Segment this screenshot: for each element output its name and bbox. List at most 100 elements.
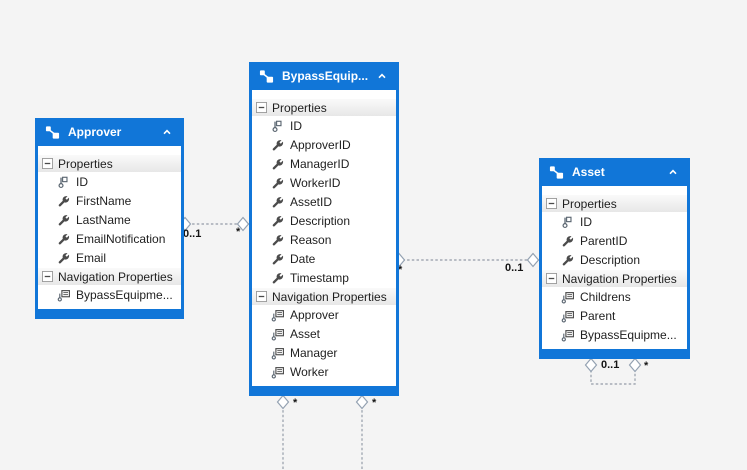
minus-box-icon[interactable]	[42, 158, 53, 169]
property-row[interactable]: ManagerID	[252, 154, 396, 173]
entity-title: BypassEquip...	[282, 69, 369, 83]
navigation-property-icon	[271, 327, 285, 341]
entity-header[interactable]: Approver	[38, 118, 181, 146]
entity-header[interactable]: Asset	[542, 158, 687, 186]
property-name: Reason	[290, 232, 332, 247]
minus-box-icon[interactable]	[256, 291, 267, 302]
entity-icon	[549, 165, 564, 180]
navigation-section-header: Navigation Properties	[38, 267, 181, 285]
navigation-property-icon	[271, 346, 285, 360]
navigation-property-icon	[561, 309, 575, 323]
wrench-icon	[57, 194, 71, 208]
chevron-up-icon[interactable]	[667, 166, 679, 178]
property-name: Approver	[290, 307, 339, 322]
multiplicity-label: 0..1	[505, 262, 524, 274]
entity-footer-bar	[252, 386, 396, 396]
property-name: Worker	[290, 364, 329, 379]
chevron-up-icon[interactable]	[161, 126, 173, 138]
property-name: ID	[290, 118, 302, 133]
property-name: ParentID	[580, 233, 628, 248]
property-name: FirstName	[76, 193, 132, 208]
properties-section-header: Properties	[252, 98, 396, 116]
minus-box-icon[interactable]	[546, 198, 557, 209]
property-row[interactable]: Reason	[252, 230, 396, 249]
multiplicity-label: 0..1	[601, 359, 620, 371]
multiplicity-label: *	[644, 360, 649, 372]
property-name: Childrens	[580, 289, 631, 304]
minus-box-icon[interactable]	[256, 102, 267, 113]
entity-footer-bar	[542, 349, 687, 359]
section-label: Properties	[272, 100, 327, 115]
property-row[interactable]: EmailNotification	[38, 229, 181, 248]
navigation-property-icon	[57, 288, 71, 302]
entity-approver[interactable]: Approver Properties ID FirstName LastNam…	[35, 118, 184, 319]
wrench-icon	[561, 234, 575, 248]
navigation-property-row[interactable]: Childrens	[542, 287, 687, 306]
property-row[interactable]: Email	[38, 248, 181, 267]
wrench-icon	[57, 232, 71, 246]
association-end-diamond	[584, 357, 598, 373]
property-row[interactable]: Date	[252, 249, 396, 268]
navigation-property-row[interactable]: BypassEquipme...	[38, 285, 181, 304]
minus-box-icon[interactable]	[546, 273, 557, 284]
association-bypassequip-bottom-right[interactable]	[355, 394, 369, 470]
property-row[interactable]: ApproverID	[252, 135, 396, 154]
navigation-section-header: Navigation Properties	[252, 287, 396, 305]
multiplicity-label: *	[398, 264, 403, 276]
property-name: Description	[290, 213, 351, 228]
multiplicity-label: *	[236, 226, 241, 238]
multiplicity-label: 0..1	[183, 228, 202, 240]
wrench-icon	[271, 214, 285, 228]
property-name: ApproverID	[290, 137, 351, 152]
navigation-property-row[interactable]: Asset	[252, 324, 396, 343]
property-name: Description	[580, 252, 641, 267]
property-name: Asset	[290, 326, 321, 341]
navigation-property-row[interactable]: Worker	[252, 362, 396, 381]
property-name: Parent	[580, 308, 616, 323]
navigation-property-row[interactable]: BypassEquipme...	[542, 325, 687, 344]
property-row[interactable]: WorkerID	[252, 173, 396, 192]
property-name: BypassEquipme...	[580, 327, 677, 342]
property-row[interactable]: LastName	[38, 210, 181, 229]
property-row[interactable]: Description	[542, 250, 687, 269]
property-name: WorkerID	[290, 175, 341, 190]
property-name: BypassEquipme...	[76, 287, 173, 302]
property-name: ID	[580, 214, 592, 229]
navigation-property-icon	[561, 290, 575, 304]
property-row[interactable]: Description	[252, 211, 396, 230]
wrench-icon	[271, 138, 285, 152]
section-label: Navigation Properties	[58, 269, 173, 284]
wrench-icon	[271, 157, 285, 171]
multiplicity-label: *	[293, 397, 298, 409]
navigation-property-icon	[271, 308, 285, 322]
navigation-property-row[interactable]: Manager	[252, 343, 396, 362]
property-row[interactable]: ParentID	[542, 231, 687, 250]
association-end-diamond	[628, 357, 642, 373]
entity-header[interactable]: BypassEquip...	[252, 62, 396, 90]
navigation-property-row[interactable]: Parent	[542, 306, 687, 325]
entity-asset[interactable]: Asset Properties ID ParentID Description	[539, 158, 690, 359]
wrench-icon	[57, 213, 71, 227]
entity-icon	[45, 125, 60, 140]
navigation-property-icon	[561, 328, 575, 342]
wrench-icon	[271, 271, 285, 285]
entity-bypassequip[interactable]: BypassEquip... Properties ID ApproverID …	[249, 62, 399, 396]
property-row[interactable]: ID	[542, 212, 687, 231]
property-row[interactable]: ID	[38, 172, 181, 191]
property-row[interactable]: FirstName	[38, 191, 181, 210]
minus-box-icon[interactable]	[42, 271, 53, 282]
property-row[interactable]: Timestamp	[252, 268, 396, 287]
property-row[interactable]: ID	[252, 116, 396, 135]
chevron-up-icon[interactable]	[376, 70, 388, 82]
property-row[interactable]: AssetID	[252, 192, 396, 211]
key-icon	[57, 175, 71, 189]
entity-icon	[259, 69, 274, 84]
association-bypassequip-bottom-left[interactable]	[276, 394, 290, 470]
navigation-property-row[interactable]: Approver	[252, 305, 396, 324]
property-name: AssetID	[290, 194, 333, 209]
entity-body: Properties ID ApproverID ManagerID Worke…	[252, 90, 396, 381]
entity-body: Properties ID FirstName LastName EmailNo…	[38, 146, 181, 304]
key-icon	[271, 119, 285, 133]
association-line[interactable]	[590, 370, 636, 385]
property-name: Manager	[290, 345, 338, 360]
